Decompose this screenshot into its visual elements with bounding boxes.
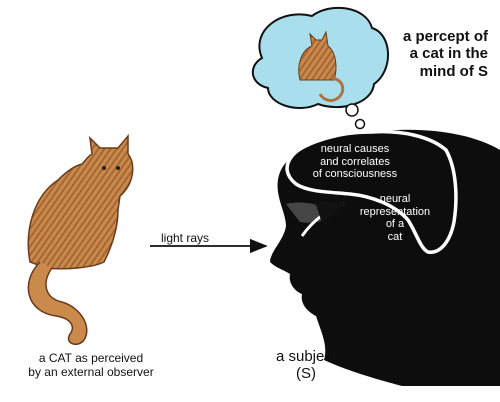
percept-cat-icon bbox=[298, 30, 345, 102]
cat-eye-right bbox=[116, 166, 120, 170]
light-rays-label: light rays bbox=[161, 231, 210, 245]
cat-eye-left bbox=[102, 166, 106, 170]
neural-representation-label: neural representation of a cat bbox=[359, 193, 431, 243]
thought-dot-large bbox=[345, 103, 359, 117]
neural-arrow bbox=[300, 201, 347, 237]
cat-caption: a CAT as perceived by an external observ… bbox=[28, 351, 154, 379]
brain-region bbox=[285, 129, 458, 254]
thought-dot-medium bbox=[354, 118, 366, 130]
neural-causes-label: neural causes and correlates of consciou… bbox=[312, 143, 398, 181]
cat-illustration bbox=[27, 133, 134, 345]
percept-label: a percept of a cat in the mind of S bbox=[402, 28, 488, 80]
subject-label: a subject (S) bbox=[275, 348, 337, 383]
